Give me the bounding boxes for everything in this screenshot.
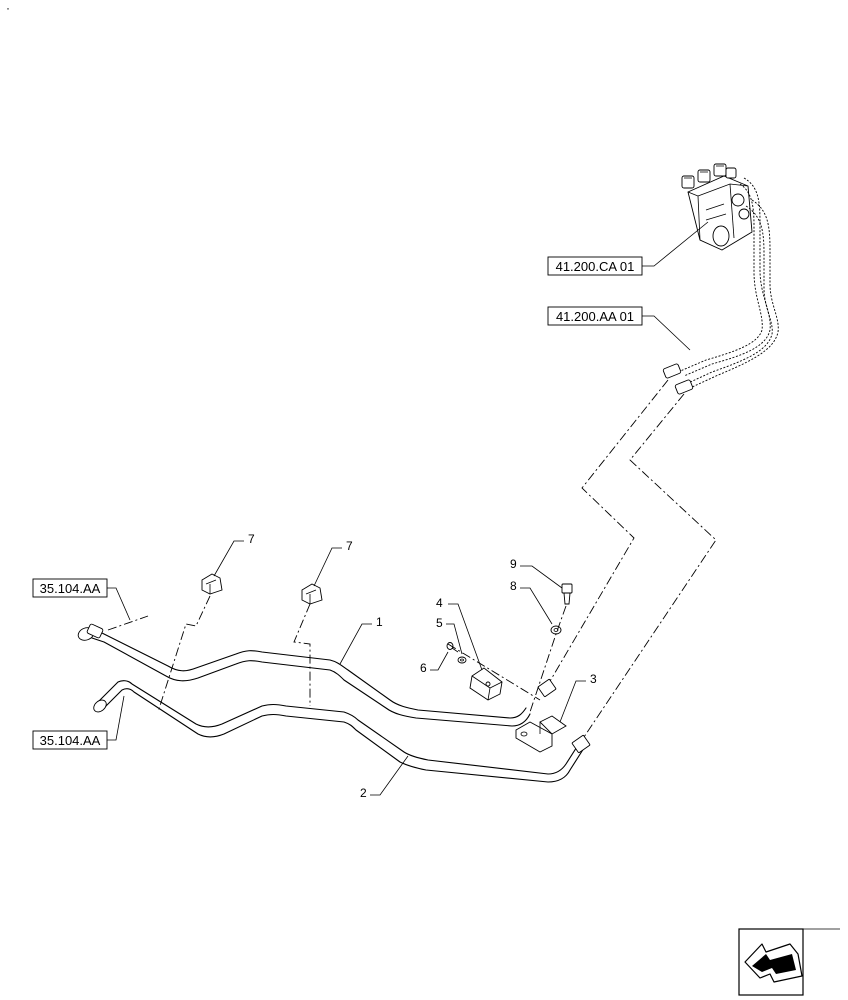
clip-left-icon	[201, 573, 223, 595]
callout-bracket-number: 3	[590, 672, 597, 686]
ref-left-lower-leader	[107, 695, 125, 741]
ref-steering-unit[interactable]: 41.200.CA 01	[547, 256, 643, 276]
callout-clip-left[interactable]: 7	[213, 532, 255, 577]
callout-tube-lower-number: 2	[360, 786, 367, 800]
clip-left-centerline	[157, 595, 211, 713]
steering-hoses	[662, 177, 779, 395]
callout-clamp[interactable]: 4	[436, 596, 483, 671]
bolt-centerline	[529, 605, 567, 713]
ref-left-lower-label: 35.104.AA	[40, 733, 101, 748]
ref-steering-hoses-leader	[642, 315, 691, 351]
callout-clip-right[interactable]: 7	[313, 539, 353, 587]
callout-bracket[interactable]: 3	[559, 672, 597, 723]
ref-left-upper[interactable]: 35.104.AA	[32, 578, 108, 598]
centerline-upper	[545, 379, 669, 689]
callout-bolt-washer-number: 8	[510, 579, 517, 593]
ref-steering-hoses-label: 41.200.AA 01	[556, 309, 634, 324]
centerline-lower	[581, 393, 717, 741]
clip-right-centerline	[293, 603, 311, 706]
corner-mark: ·	[6, 1, 10, 15]
bracket-icon	[515, 715, 567, 753]
clip-right-icon	[301, 583, 323, 605]
ref-left-upper-label: 35.104.AA	[40, 581, 101, 596]
callout-tube-upper-number: 1	[376, 615, 383, 629]
ref-steering-unit-leader	[642, 221, 709, 267]
callout-clamp-washer-number: 6	[420, 661, 427, 675]
callout-clamp-screw[interactable]: 5	[436, 616, 463, 655]
ref-left-upper-leader	[107, 587, 131, 621]
callout-clip-right-number: 7	[346, 539, 353, 553]
bolt-icon	[561, 583, 573, 605]
tube-lower	[93, 680, 585, 783]
callout-clip-left-number: 7	[248, 532, 255, 546]
ref-left-lower[interactable]: 35.104.AA	[32, 730, 108, 750]
callout-tube-lower[interactable]: 2	[360, 755, 409, 800]
clamp-washer-icon	[457, 656, 467, 664]
tube-upper	[77, 623, 531, 727]
ref-steering-unit-label: 41.200.CA 01	[556, 259, 635, 274]
fitting-lower	[571, 735, 591, 753]
clamp-icon	[469, 667, 503, 701]
callout-tube-upper[interactable]: 1	[339, 615, 383, 665]
clamp-centerline	[447, 643, 541, 701]
bolt-washer-icon	[550, 625, 562, 635]
left-centerline	[107, 615, 149, 631]
steering-unit-icon	[681, 163, 753, 251]
callout-bolt[interactable]: 9	[510, 557, 563, 589]
callout-clamp-number: 4	[436, 596, 443, 610]
callout-bolt-washer[interactable]: 8	[510, 579, 553, 625]
callout-clamp-screw-number: 5	[436, 616, 443, 630]
callout-bolt-number: 9	[510, 557, 517, 571]
fitting-upper	[537, 679, 557, 697]
callout-clamp-washer[interactable]: 6	[420, 651, 449, 675]
ref-steering-hoses[interactable]: 41.200.AA 01	[547, 306, 643, 326]
arrow-navigation-icon[interactable]	[738, 928, 840, 996]
